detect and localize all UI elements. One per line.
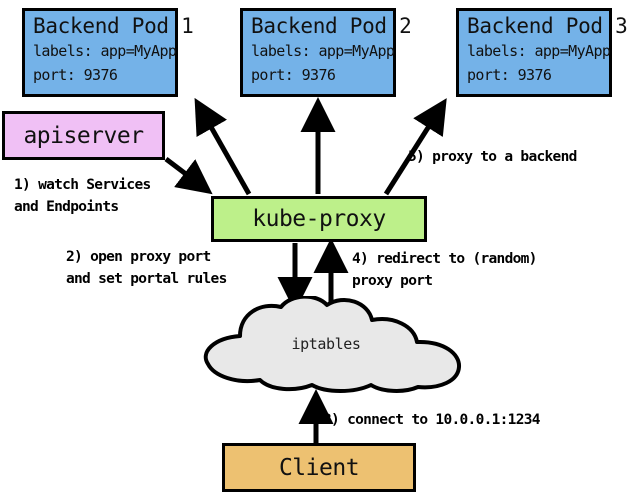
backend-pod-2[interactable]: Backend Pod 2 labels: app=MyApp port: 93… [240,8,412,97]
step-2-label: 2) open proxy port and set portal rules [66,249,227,287]
iptables-label: iptables [291,335,361,353]
pod-3-name: Backend Pod 3 [467,14,628,38]
kube-proxy-label: kube-proxy [252,206,386,232]
backend-pod-3[interactable]: Backend Pod 3 labels: app=MyApp port: 93… [456,8,628,97]
apiserver-label: apiserver [23,122,144,149]
client-node[interactable]: Client [222,443,416,492]
edge-apiserver-to-kubeproxy [164,157,213,195]
backend-pod-1[interactable]: Backend Pod 1 labels: app=MyApp port: 93… [22,8,194,97]
pod-1-labels: labels: app=MyApp [33,42,177,60]
step-1-label: 1) watch Services and Endpoints [14,177,151,215]
pod-2-labels: labels: app=MyApp [251,42,395,60]
client-label: Client [278,454,360,481]
apiserver-node[interactable]: apiserver [2,111,165,160]
kube-proxy-node[interactable]: kube-proxy [211,196,427,242]
pod-2-name: Backend Pod 2 [251,14,412,38]
pod-3-port: port: 9376 [467,66,552,84]
step-3-label: 3) connect to 10.0.0.1:1234 [323,412,541,428]
pod-1-name: Backend Pod 1 [33,14,194,38]
step-5-label: 5) proxy to a backend [408,149,577,165]
edge-kubeproxy-to-pod1 [194,97,252,196]
step-4-label: 4) redirect to (random) proxy port [352,251,537,289]
pod-2-port: port: 9376 [251,66,336,84]
pod-3-labels: labels: app=MyApp [467,42,611,60]
pod-1-port: port: 9376 [33,66,118,84]
